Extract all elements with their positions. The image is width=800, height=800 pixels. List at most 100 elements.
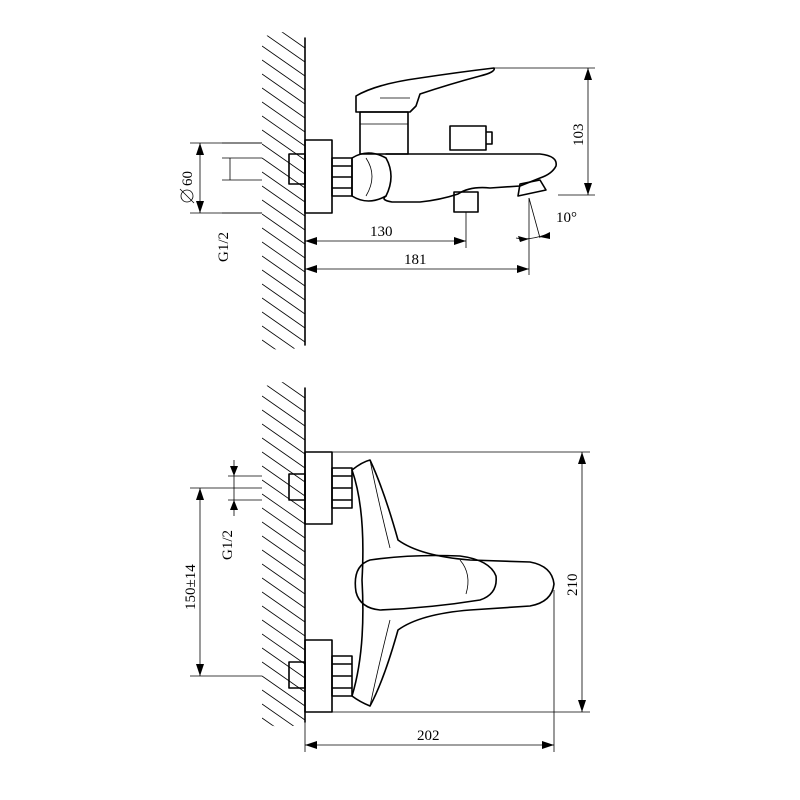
- hatch-line: [262, 647, 305, 679]
- body-edge: [369, 459, 391, 549]
- lower-pipe-stub: [288, 661, 306, 689]
- arrow: [196, 143, 204, 155]
- hatch-line: [262, 451, 305, 483]
- hatch-line: [262, 605, 305, 637]
- hatch-line: [262, 577, 305, 609]
- dim-diameter-label: 60: [180, 171, 196, 186]
- handle-edge: [459, 559, 469, 595]
- hatch-line: [262, 619, 305, 651]
- wall-hatch-bottom: [262, 382, 305, 790]
- dim-181-label: 181: [404, 252, 427, 268]
- pipe-stub: [288, 153, 306, 185]
- handle-top: [354, 554, 497, 611]
- hatch-line: [262, 339, 305, 350]
- arrow: [584, 68, 592, 80]
- hatch-line: [262, 283, 305, 315]
- hatch-line: [262, 479, 305, 511]
- hatch-line: [262, 382, 305, 385]
- hatch-line: [262, 633, 305, 665]
- hatch-line: [262, 760, 305, 790]
- wall-flange: [304, 139, 333, 214]
- mixer-body-sphere: [351, 152, 392, 202]
- hatch-line: [262, 507, 305, 539]
- upper-hex-nut: [331, 467, 353, 509]
- hatch-line: [262, 493, 305, 525]
- cartridge-housing: [359, 111, 409, 155]
- hatch-line: [262, 45, 305, 77]
- lower-flange: [304, 639, 333, 713]
- hatch-line: [262, 549, 305, 581]
- hex-nut: [331, 157, 353, 197]
- lower-hex-nut: [331, 655, 353, 697]
- hatch-line: [262, 311, 305, 343]
- arrow: [230, 466, 238, 476]
- hatch-line: [262, 157, 305, 189]
- upper-flange: [304, 451, 333, 525]
- arrow: [196, 488, 204, 500]
- hatch-line: [262, 689, 305, 721]
- hatch-line: [262, 354, 305, 384]
- hatch-line: [262, 129, 305, 161]
- arrow: [584, 183, 592, 195]
- arrow: [518, 236, 529, 242]
- top-view: 150±14 G1/2 210 202: [183, 382, 590, 790]
- hatch-line: [262, 297, 305, 329]
- hatch-line: [262, 521, 305, 553]
- mixer-body-top: [351, 459, 555, 707]
- diverter-knob: [453, 191, 479, 213]
- hatch-line: [262, 59, 305, 91]
- hatch-line: [262, 0, 305, 20]
- hatch-line: [262, 409, 305, 441]
- hatch-line: [262, 171, 305, 203]
- arrow: [454, 237, 466, 245]
- hatch-line: [262, 675, 305, 707]
- dim-diameter-label-group: 60: [179, 171, 196, 204]
- hatch-line: [262, 32, 305, 35]
- hatch-line: [262, 73, 305, 105]
- hatch-line: [262, 325, 305, 350]
- arrow: [305, 265, 317, 273]
- dim-202-label: 202: [417, 728, 440, 744]
- hatch-line: [262, 255, 305, 287]
- hatch-line: [262, 87, 305, 119]
- hatch-line: [262, 563, 305, 595]
- arrow: [542, 741, 554, 749]
- hatch-line: [262, 101, 305, 133]
- upper-pipe-stub: [288, 473, 306, 501]
- hatch-line: [262, 591, 305, 623]
- hatch-line: [262, 465, 305, 497]
- hatch-line: [262, 661, 305, 693]
- hatch-line: [262, 227, 305, 259]
- spout-body: [383, 153, 557, 203]
- dim-thread-label-top: G1/2: [220, 530, 236, 560]
- arrow: [578, 700, 586, 712]
- hatch-line: [262, 241, 305, 273]
- dim-spacing-label: 150±14: [183, 564, 199, 610]
- arrow: [196, 201, 204, 213]
- hatch-line: [262, 382, 305, 413]
- hatch-line: [262, 32, 305, 63]
- spout-aerator: [517, 179, 547, 197]
- arrow: [540, 232, 550, 239]
- arrow: [517, 265, 529, 273]
- hatch-line: [262, 213, 305, 245]
- hatch-line: [262, 185, 305, 217]
- dim-210-label: 210: [565, 574, 581, 597]
- hatch-line: [262, 143, 305, 175]
- dim-thread-label: G1/2: [216, 232, 232, 262]
- hatch-line: [262, 437, 305, 469]
- hatch-line: [262, 423, 305, 455]
- body-edge: [369, 619, 391, 707]
- hatch-line: [262, 746, 305, 776]
- hatch-line: [262, 535, 305, 567]
- hatch-line: [262, 395, 305, 427]
- angle-leg: [528, 197, 541, 239]
- wall-hatch-top: [262, 0, 305, 384]
- arrow: [230, 500, 238, 510]
- lever-handle: [355, 67, 496, 113]
- dim-103-label: 103: [571, 124, 587, 147]
- side-view: 60 G1/2 103 130 181 10°: [179, 0, 595, 384]
- arrow: [196, 664, 204, 676]
- hatch-line: [262, 717, 305, 727]
